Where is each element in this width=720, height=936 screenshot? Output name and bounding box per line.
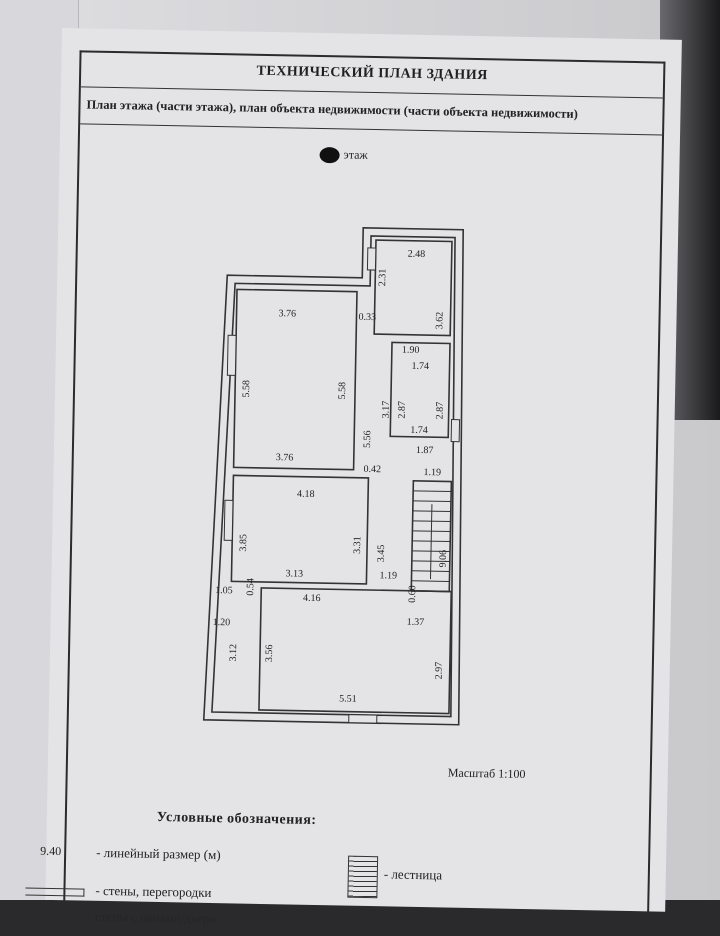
scale-label: Масштаб 1:100 <box>447 765 526 782</box>
dim-0-54: 0.54 <box>245 578 256 596</box>
dim-2-87-right: 2.87 <box>435 402 446 420</box>
dim-2-87-left: 2.87 <box>397 401 408 419</box>
dim-5-58-right: 5.58 <box>337 382 348 400</box>
dim-5-58-left: 5.58 <box>241 380 252 398</box>
dim-2-31: 2.31 <box>377 269 388 287</box>
dim-1-19-top: 1.19 <box>423 467 441 478</box>
dim-0-33: 0.33 <box>358 312 376 323</box>
dim-0-42: 0.42 <box>363 464 381 475</box>
document-subtitle: План этажа (части этажа), план объекта н… <box>80 86 663 136</box>
floor-label: этаж <box>319 147 368 164</box>
dim-0-60: 0.60 <box>407 585 418 603</box>
ink-blot <box>319 147 340 164</box>
dim-9-06: 9.06 <box>438 550 449 568</box>
subtitle-text: План этажа (части этажа), план объекта н… <box>86 97 579 121</box>
dim-5-51: 5.51 <box>339 693 357 704</box>
dim-5-56: 5.56 <box>362 430 373 448</box>
floor-text: этаж <box>343 147 368 162</box>
room-1 <box>232 288 358 471</box>
dim-1-90: 1.90 <box>402 345 420 356</box>
dim-3-45: 3.45 <box>376 545 387 563</box>
legend-wall-sample <box>25 887 85 897</box>
dim-3-56: 3.56 <box>264 644 275 662</box>
dim-4-18: 4.18 <box>297 489 315 500</box>
dim-3-85: 3.85 <box>238 534 249 552</box>
dim-4-16: 4.16 <box>303 593 321 604</box>
legend-stairs-icon <box>347 855 379 899</box>
stairs <box>410 480 453 593</box>
legend-title: Условные обозначения: <box>156 809 317 829</box>
window-2 <box>223 499 234 541</box>
dim-3-31: 3.31 <box>352 536 363 554</box>
window-1 <box>226 334 237 376</box>
window-3 <box>366 247 377 271</box>
document-sheet: ТЕХНИЧЕСКИЙ ПЛАН ЗДАНИЯ План этажа (част… <box>25 28 682 926</box>
legend-walls: - стены, перегородки <box>95 882 212 901</box>
outer-wall-inner <box>211 235 456 718</box>
dim-3-62: 3.62 <box>434 312 445 330</box>
dim-2-48: 2.48 <box>408 249 426 260</box>
dim-3-17: 3.17 <box>381 401 392 419</box>
dim-1-19-bottom: 1.19 <box>379 570 397 581</box>
room-3 <box>258 587 453 715</box>
stair-steps <box>411 490 452 583</box>
dim-1-37: 1.37 <box>407 617 425 628</box>
legend-cut-off: стены с окнами/двери <box>94 908 217 927</box>
legend-linear-size: - линейный размер (м) <box>96 844 221 863</box>
dim-3-76-top: 3.76 <box>278 308 296 319</box>
dim-1-74-bottom: 1.74 <box>410 425 428 436</box>
window-5 <box>348 714 378 724</box>
dim-1-05: 1.05 <box>215 585 233 596</box>
dim-1-87: 1.87 <box>416 445 434 456</box>
room-small <box>389 341 451 439</box>
dim-3-76-bottom: 3.76 <box>276 452 294 463</box>
document-title: ТЕХНИЧЕСКИЙ ПЛАН ЗДАНИЯ <box>256 63 488 84</box>
floor-plan: 2.48 2.31 3.62 0.33 1.90 3.76 5.58 5.58 … <box>202 227 465 726</box>
window-4 <box>450 419 461 443</box>
dim-3-12: 3.12 <box>228 644 239 662</box>
dim-1-20: 1.20 <box>213 617 231 628</box>
outer-wall-outline <box>202 227 465 726</box>
room-top-right <box>373 239 453 337</box>
dim-2-97: 2.97 <box>434 662 445 680</box>
document-frame: ТЕХНИЧЕСКИЙ ПЛАН ЗДАНИЯ План этажа (част… <box>25 50 666 926</box>
legend-stairs: - лестница <box>383 866 443 883</box>
legend-sample-value: 9.40 <box>40 843 62 859</box>
dim-3-13: 3.13 <box>285 568 303 579</box>
dim-1-74-top: 1.74 <box>411 361 429 372</box>
